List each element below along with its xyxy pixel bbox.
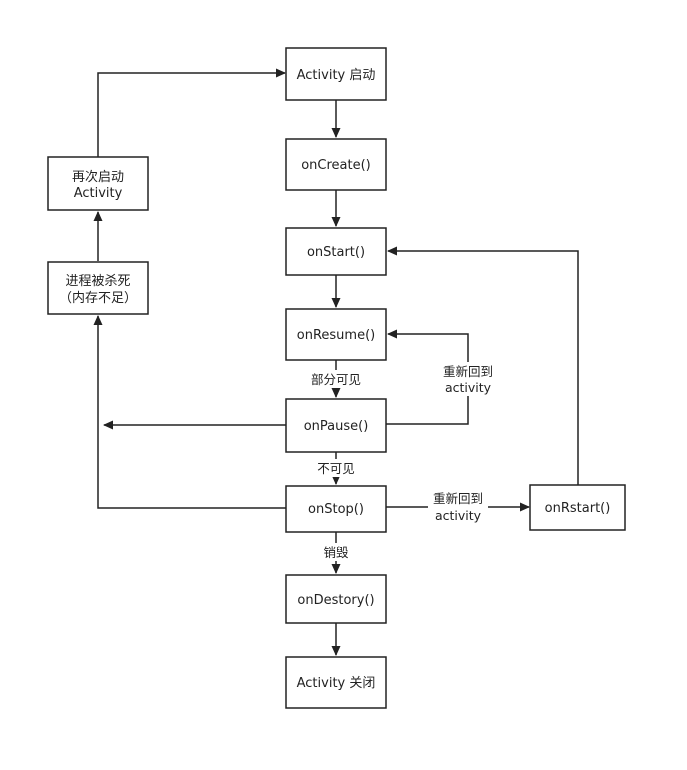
node-on-destory: onDestory() [285,574,387,624]
node-activity-start: Activity 启动 [285,47,387,101]
node-process-killed: 进程被杀死 （内存不足） [47,261,149,315]
node-on-rstart: onRstart() [529,484,626,531]
edge-restart-to-start [97,68,286,157]
node-activity-close: Activity 关闭 [285,656,387,709]
node-restart-activity-line-2: Activity [74,186,123,201]
edge-rstart-to-start [387,246,579,485]
label-return-resume-line-1: 重新回到 [443,364,493,379]
node-on-rstart-label: onRstart() [545,501,611,516]
node-process-killed-line-1: 进程被杀死 [65,274,130,289]
label-partially-visible: 部分可见 [311,372,361,387]
label-invisible: 不可见 [317,461,355,476]
label-return-restart-line-2: activity [435,508,482,523]
node-on-stop-label: onStop() [308,502,364,517]
label-return-restart-line-1: 重新回到 [433,491,483,506]
node-activity-start-label: Activity 启动 [297,68,376,83]
node-on-stop: onStop() [285,485,387,533]
node-on-resume-label: onResume() [297,328,375,343]
node-on-resume: onResume() [285,308,387,361]
node-restart-activity: 再次启动 Activity [47,156,149,211]
node-restart-activity-line-1: 再次启动 [72,169,124,185]
nodes: Activity 启动 onCreate() onStart() onResum… [47,47,626,709]
edge-stop-to-killed [93,315,286,509]
label-return-resume-line-2: activity [445,380,492,395]
label-destroy: 销毁 [323,545,349,560]
node-on-pause-label: onPause() [304,419,369,434]
node-on-create-label: onCreate() [301,158,371,173]
node-on-start-label: onStart() [307,245,365,260]
node-activity-close-label: Activity 关闭 [297,676,376,691]
node-on-pause: onPause() [285,398,387,453]
node-process-killed-line-2: （内存不足） [59,290,137,306]
edge-labels: 部分可见 不可见 销毁 重新回到 activity 重新回到 activity [305,362,498,561]
node-on-start: onStart() [285,227,387,276]
node-on-create: onCreate() [285,138,387,191]
node-on-destory-label: onDestory() [297,593,374,608]
